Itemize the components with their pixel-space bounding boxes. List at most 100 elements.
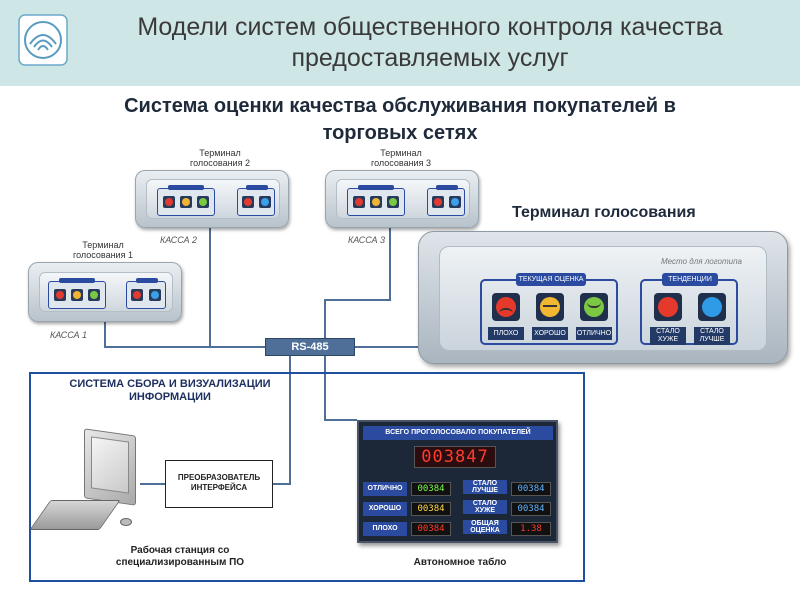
group-title-bar: [136, 278, 158, 283]
board-label-worse: СТАЛО ХУЖЕ: [463, 500, 507, 514]
button-better: СТАЛО ЛУЧШЕ: [694, 327, 730, 345]
collection-system-title: СИСТЕМА СБОРА И ВИЗУАЛИЗАЦИИ ИНФОРМАЦИИ: [40, 378, 300, 404]
happy-face-icon: [88, 289, 100, 301]
terminal-1-trend-group: [126, 278, 166, 309]
up-trend-icon: [449, 196, 461, 208]
diagram-subtitle: Система оценки качества обслуживания пок…: [40, 93, 760, 147]
board-label-better-line-1: СТАЛО: [472, 480, 498, 487]
button-bad: ПЛОХО: [488, 327, 524, 340]
workstation-label: Рабочая станция со специализированным ПО: [80, 545, 280, 569]
neutral-face-button-icon: [536, 293, 564, 321]
rs485-bus-label: RS-485: [265, 338, 355, 356]
big-terminal-panel: Место для логотипа ТЕКУЩАЯ ОЦЕНКА ПЛОХО …: [439, 246, 767, 351]
workstation-label-line-2: специализированным ПО: [115, 557, 245, 568]
interface-converter-box: ПРЕОБРАЗОВАТЕЛЬ ИНТЕРФЕЙСА: [165, 460, 273, 508]
board-label-excellent: ОТЛИЧНО: [363, 482, 407, 496]
terminal-1-label-line-1: Терминал: [82, 240, 124, 250]
terminal-2-current-group: [157, 185, 215, 216]
converter-label-line-1: ПРЕОБРАЗОВАТЕЛЬ: [177, 473, 261, 482]
sad-face-icon: [54, 289, 66, 301]
page-title-line-2: предоставляемых услуг: [291, 44, 569, 72]
board-label-good: ХОРОШО: [363, 502, 407, 516]
kassa-2-label: КАССА 2: [160, 235, 198, 245]
page-title: Модели систем общественного контроля кач…: [80, 12, 780, 74]
down-trend-icon: [432, 196, 444, 208]
subtitle-line-2: торговых сетях: [322, 122, 478, 144]
happy-face-button-icon: [580, 293, 608, 321]
standalone-scoreboard: ВСЕГО ПРОГОЛОСОВАЛО ПОКУПАТЕЛЕЙ 003847 О…: [357, 420, 558, 543]
board-label-worse-line-2: ХУЖЕ: [474, 507, 496, 514]
up-arrow-button-icon: [698, 293, 726, 321]
voting-terminal-caption: Терминал голосования: [512, 204, 696, 221]
board-label-better-line-2: ЛУЧШЕ: [472, 487, 498, 494]
organization-logo-icon: [18, 14, 68, 66]
terminal-2-label-line-2: голосования 2: [190, 158, 250, 168]
button-better-line-1: СТАЛО: [700, 328, 724, 335]
button-worse-line-2: ХУЖЕ: [657, 336, 679, 343]
kassa-1-label: КАССА 1: [50, 330, 88, 340]
collection-system-title-line-1: СИСТЕМА СБОРА И ВИЗУАЛИЗАЦИИ: [69, 378, 271, 390]
board-value-better: 00384: [511, 482, 551, 496]
neutral-face-icon: [180, 196, 192, 208]
button-better-line-2: ЛУЧШЕ: [699, 336, 725, 343]
voting-terminal-3: [325, 170, 479, 228]
down-arrow-button-icon: [654, 293, 682, 321]
down-trend-icon: [131, 289, 143, 301]
board-value-good: 00384: [411, 502, 451, 516]
scoreboard-label: Автономное табло: [413, 557, 507, 568]
terminal-1-label-line-2: голосования 1: [73, 250, 133, 260]
terminal-1-label: Терминал голосования 1: [58, 240, 148, 260]
current-rating-group: ТЕКУЩАЯ ОЦЕНКА ПЛОХО ХОРОШО ОТЛИЧНО: [480, 273, 618, 345]
sad-face-icon: [163, 196, 175, 208]
group-title-bar: [246, 185, 268, 190]
board-value-bad: 00384: [411, 522, 451, 536]
sad-face-button-icon: [492, 293, 520, 321]
terminal-3-trend-group: [427, 185, 465, 216]
button-worse-line-1: СТАЛО: [656, 328, 680, 335]
wire-to-converter: [273, 356, 291, 485]
board-label-overall: ОБЩАЯ ОЦЕНКА: [463, 520, 507, 534]
terminal-3-label: Терминал голосования 3: [356, 148, 446, 168]
wire-terminal-3: [324, 228, 391, 338]
terminal-2-label: Терминал голосования 2: [175, 148, 265, 168]
board-value-worse: 00384: [511, 502, 551, 516]
converter-label-line-2: ИНТЕРФЕЙСА: [190, 483, 248, 492]
page-title-line-1: Модели систем общественного контроля кач…: [137, 13, 723, 41]
up-trend-icon: [259, 196, 271, 208]
neutral-face-icon: [370, 196, 382, 208]
board-label-bad: ПЛОХО: [363, 522, 407, 536]
sad-face-icon: [353, 196, 365, 208]
board-label-worse-line-1: СТАЛО: [472, 500, 498, 507]
logo-placeholder-text: Место для логотипа: [661, 257, 742, 266]
board-value-overall: 1.38: [511, 522, 551, 536]
board-total-count: 003847: [414, 446, 496, 468]
board-label-overall-line-2: ОЦЕНКА: [470, 527, 500, 534]
wire-to-board: [324, 356, 357, 421]
up-trend-icon: [149, 289, 161, 301]
neutral-face-icon: [71, 289, 83, 301]
collection-system-frame: [29, 372, 585, 582]
board-label-overall-line-1: ОБЩАЯ: [471, 520, 499, 527]
voting-terminal-2: [135, 170, 289, 228]
board-label-better: СТАЛО ЛУЧШЕ: [463, 480, 507, 494]
trends-group: ТЕНДЕНЦИИ СТАЛО ХУЖЕ СТАЛО ЛУЧШЕ: [640, 273, 738, 345]
board-header: ВСЕГО ПРОГОЛОСОВАЛО ПОКУПАТЕЛЕЙ: [363, 426, 553, 440]
current-rating-title: ТЕКУЩАЯ ОЦЕНКА: [516, 273, 586, 286]
header-band: [0, 0, 800, 86]
mouse-icon: [120, 518, 132, 526]
terminal-3-current-group: [347, 185, 405, 216]
group-title-bar: [59, 278, 95, 283]
terminal-2-label-line-1: Терминал: [199, 148, 241, 158]
group-title-bar: [168, 185, 204, 190]
terminal-1-current-group: [48, 278, 106, 309]
voting-terminal-enlarged: Место для логотипа ТЕКУЩАЯ ОЦЕНКА ПЛОХО …: [418, 231, 788, 364]
group-title-bar: [436, 185, 458, 190]
terminal-1-panel: [39, 272, 173, 312]
wire-terminal-1: [104, 322, 265, 348]
button-excellent: ОТЛИЧНО: [576, 327, 612, 340]
button-worse: СТАЛО ХУЖЕ: [650, 327, 686, 345]
monitor-screen: [91, 436, 129, 494]
monitor-icon: [84, 428, 136, 506]
down-trend-icon: [242, 196, 254, 208]
